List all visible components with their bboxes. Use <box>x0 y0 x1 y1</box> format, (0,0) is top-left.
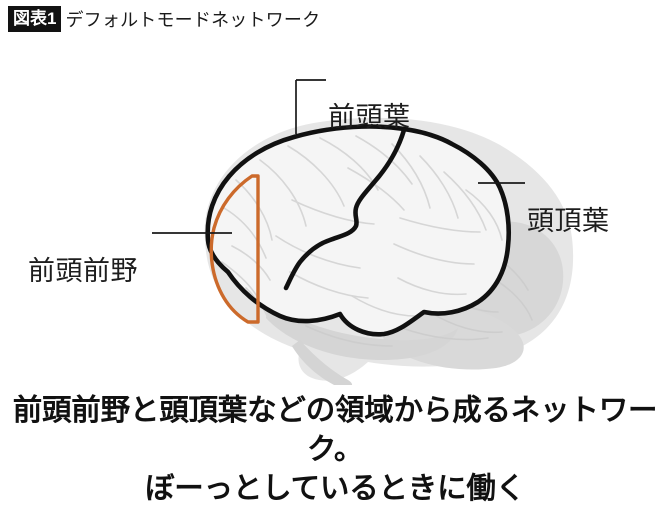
page-title: デフォルトモードネットワーク <box>65 10 321 30</box>
prefrontal-cortex-highlight <box>209 174 260 324</box>
highlighted-cortex-region <box>207 126 509 335</box>
figure-number-badge: 図表1 <box>8 6 62 32</box>
brain-diagram-figure: 前頭葉 頭頂葉 前頭前野 <box>0 40 670 385</box>
figure-caption: 前頭前野と頭頂葉などの領域から成るネットワーク。 ぼーっとしているときに働く <box>0 392 670 509</box>
central-sulcus-boundary <box>283 127 407 291</box>
cortex-outline <box>205 124 512 337</box>
cortex-sulci <box>221 135 503 319</box>
label-prefrontal-cortex: 前頭前野 <box>28 256 138 286</box>
cortex-fill <box>207 126 509 335</box>
label-parietal-lobe: 頭頂葉 <box>527 206 610 236</box>
temporal-underside <box>266 302 458 360</box>
leader-lines-svg <box>152 79 525 234</box>
brainstem <box>292 340 353 385</box>
caption-line-1: 前頭前野と頭頂葉などの領域から成るネットワーク。 <box>12 394 658 466</box>
label-frontal-lobe: 前頭葉 <box>328 102 411 132</box>
figure-title-row: 図表1 デフォルトモードネットワーク <box>8 6 321 32</box>
caption-line-2: ぼーっとしているときに働く <box>144 471 525 505</box>
